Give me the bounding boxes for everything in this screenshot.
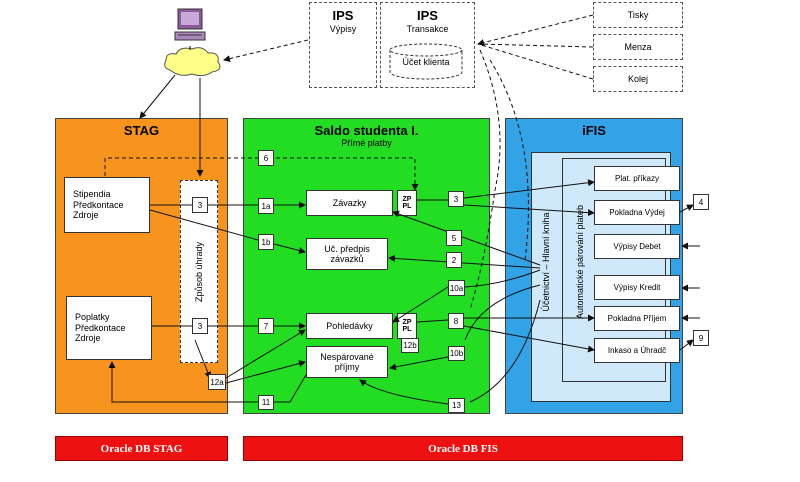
stag-stipendia-line2: Předkontace <box>73 199 124 210</box>
ucet-klienta-label: Účet klienta <box>402 57 450 67</box>
flow-number-4: 4 <box>693 194 709 210</box>
source-tisky: Tisky <box>593 2 683 28</box>
ifis-ucetni-kniha-label: Účetnictví – Hlavní kniha <box>541 212 551 312</box>
flow-number-6: 6 <box>258 150 274 166</box>
flow-number-11: 11 <box>258 395 274 410</box>
flow-number-10a: 10a <box>448 280 465 296</box>
ifis-item-vypisy-kredit: Výpisy Kredit <box>594 275 680 300</box>
zppl-tag-2: ZP PL <box>397 313 417 339</box>
stag-poplatky-line3: Zdroje <box>75 333 101 344</box>
saldo-nesparovane-line1: Nespárované <box>320 351 374 362</box>
flow-number-3-zavazky: 3 <box>448 191 464 207</box>
flow-number-5: 5 <box>446 230 462 246</box>
ips-transakce-title: IPS <box>417 8 438 23</box>
stag-stipendia-line3: Zdroje <box>73 210 99 221</box>
flow-number-1a: 1a <box>258 198 274 214</box>
ifis-item-inkaso: Inkaso a Úhradč <box>594 338 680 363</box>
ifis-item-vypisy-debet: Výpisy Debet <box>594 234 680 259</box>
flow-number-3-poplatky: 3 <box>192 318 208 334</box>
saldo-predpis-line1: Uč. předpis <box>324 243 370 254</box>
zppl-tag-1-pl: PL <box>402 203 412 210</box>
source-kolej: Kolej <box>593 66 683 92</box>
zpusob-uhrady-label: Způsob úhrady <box>194 241 204 303</box>
saldo-pohledavky-box: Pohledávky <box>306 313 393 339</box>
stag-stipendia-box: Stipendia Předkontace Zdroje <box>64 177 150 233</box>
flow-number-10b: 10b <box>448 346 465 361</box>
flow-number-1b: 1b <box>258 234 274 250</box>
database-cylinder-icon <box>388 42 464 80</box>
flow-number-9: 9 <box>693 330 709 346</box>
source-menza: Menza <box>593 34 683 60</box>
ifis-title: iFIS <box>582 123 606 138</box>
stag-poplatky-line1: Poplatky <box>75 312 110 323</box>
ips-vypisy-title: IPS <box>332 8 354 23</box>
ifis-item-plat-prikazy: Plat. příkazy <box>594 166 680 191</box>
flow-number-8: 8 <box>448 313 464 329</box>
ifis-item-pokladna-vydej: Pokladna Výdej <box>594 200 680 225</box>
saldo-subtitle: Přímé platby <box>341 138 392 148</box>
flow-number-7: 7 <box>258 318 274 334</box>
computer-icon <box>170 6 210 46</box>
ips-vypisy-box: IPS Výpisy <box>309 2 377 88</box>
saldo-title: Saldo studenta I. <box>314 123 419 138</box>
ips-transakce-subtitle: Transakce <box>406 23 449 34</box>
network-cloud-icon <box>160 44 224 80</box>
flow-number-3-stipendia: 3 <box>192 197 208 213</box>
ifis-item-pokladna-prijem: Pokladna Příjem <box>594 306 680 331</box>
zppl-tag-1: ZP PL <box>397 190 417 216</box>
oracle-db-fis-bar: Oracle DB FIS <box>243 436 683 461</box>
stag-title: STAG <box>123 123 160 138</box>
oracle-db-stag-bar: Oracle DB STAG <box>55 436 228 461</box>
flow-number-2: 2 <box>446 252 462 268</box>
saldo-predpis-box: Uč. předpis závazků <box>306 238 388 270</box>
flow-number-12a: 12a <box>208 374 226 390</box>
zppl-tag-2-pl: PL <box>402 326 412 333</box>
flow-number-12b: 12b <box>401 338 419 353</box>
stag-stipendia-line1: Stipendia <box>73 189 111 200</box>
flow-number-13: 13 <box>448 398 465 413</box>
saldo-predpis-line2: závazků <box>330 254 364 264</box>
ifis-parovani-label: Automatické párování plateb <box>575 204 585 320</box>
zppl-tag-2-zp: ZP <box>402 319 412 326</box>
stag-poplatky-box: Poplatky Předkontace Zdroje <box>66 296 152 360</box>
saldo-nesparovane-box: Nespárované příjmy <box>306 346 388 378</box>
ips-vypisy-subtitle: Výpisy <box>329 23 357 34</box>
stag-poplatky-line2: Předkontace <box>75 322 126 333</box>
saldo-zavazky-box: Závazky <box>306 190 393 216</box>
zppl-tag-1-zp: ZP <box>402 196 412 203</box>
saldo-nesparovane-line2: příjmy <box>334 362 360 372</box>
